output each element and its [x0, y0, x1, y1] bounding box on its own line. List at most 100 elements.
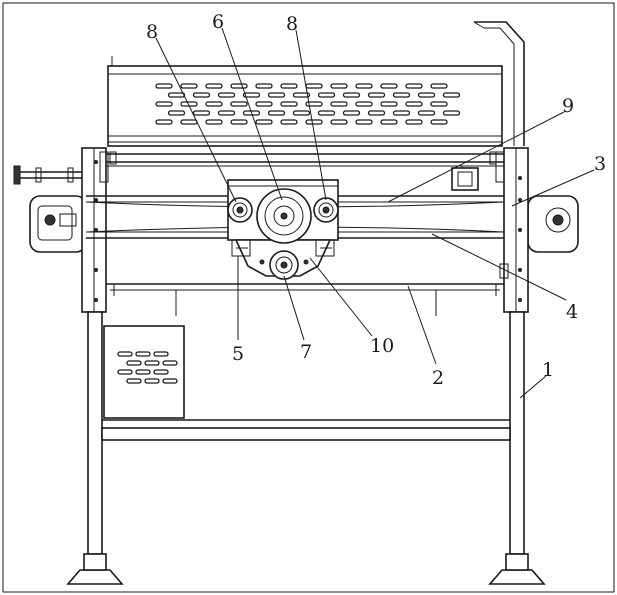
vent-slot [280, 83, 298, 89]
vent-slot [330, 119, 348, 125]
vent-slot [180, 119, 198, 125]
vent-slot [242, 92, 261, 98]
vent-slot [305, 101, 323, 107]
vent-slot [205, 119, 223, 125]
vent-slot [342, 110, 361, 116]
label-4: 4 [566, 301, 578, 323]
vent-slot [430, 119, 448, 125]
vent-slot [167, 92, 186, 98]
vent-slot [205, 101, 223, 107]
vent-slot [417, 110, 436, 116]
vent-slot [355, 119, 373, 125]
vent-slot [192, 92, 211, 98]
vent-slot [380, 119, 398, 125]
vent-slot [180, 83, 198, 89]
vent-slot [405, 83, 423, 89]
right-motor [527, 195, 579, 253]
vent-slot [280, 119, 298, 125]
exhaust-chute [473, 21, 525, 146]
vent-slot [305, 119, 323, 125]
vent-slot [242, 110, 261, 116]
vent-slot [162, 360, 178, 366]
vent-slot [405, 119, 423, 125]
vent-slot [342, 92, 361, 98]
leader-lines [155, 27, 595, 399]
lower-tray [106, 283, 504, 316]
vent-slot [380, 83, 398, 89]
right-frame-post [495, 147, 529, 313]
vent-slot [155, 101, 173, 107]
guide-roller-left [227, 197, 253, 223]
control-cabinet [103, 325, 185, 419]
vent-slot [317, 110, 336, 116]
vent-slot [230, 101, 248, 107]
vent-slot [355, 101, 373, 107]
left-shaft [13, 165, 84, 185]
vent-slot [144, 360, 160, 366]
cabinet-vent-slots [117, 351, 178, 384]
vent-slot [305, 83, 323, 89]
vent-slot [405, 101, 423, 107]
vent-slot [392, 110, 411, 116]
vent-slot [255, 101, 273, 107]
left-leg [66, 311, 124, 585]
vent-slot [117, 351, 133, 357]
vent-slot [192, 110, 211, 116]
vent-slot [367, 92, 386, 98]
vent-slot [217, 110, 236, 116]
vent-slot [155, 83, 173, 89]
left-motor [29, 195, 87, 253]
vent-slot [117, 369, 133, 375]
lower-frame [101, 419, 511, 554]
vent-slot [230, 119, 248, 125]
label-2: 2 [432, 367, 444, 389]
vent-slot [442, 110, 461, 116]
vent-slot [135, 351, 151, 357]
vent-slot [292, 92, 311, 98]
vent-slot [417, 92, 436, 98]
vent-slot [430, 101, 448, 107]
vent-slot [280, 101, 298, 107]
left-frame-post [81, 147, 109, 313]
label-9: 9 [562, 95, 574, 117]
vent-slot [392, 92, 411, 98]
vent-slot [126, 360, 142, 366]
vent-slot [292, 110, 311, 116]
vent-slot [126, 378, 142, 384]
vent-slot [255, 83, 273, 89]
vent-slot [317, 92, 336, 98]
vent-slot [367, 110, 386, 116]
vent-slot [267, 92, 286, 98]
vent-slot [355, 83, 373, 89]
vent-slot [167, 110, 186, 116]
vent-slot [230, 83, 248, 89]
vent-slot [380, 101, 398, 107]
vent-slot [217, 92, 236, 98]
upper-vent-slots [155, 83, 461, 125]
label-6: 6 [212, 11, 224, 33]
upper-guard [107, 56, 503, 147]
vent-slot [442, 92, 461, 98]
tensioner-bracket [451, 166, 479, 191]
guide-roller-right [313, 197, 339, 223]
right-leg [488, 311, 546, 585]
vent-slot [162, 378, 178, 384]
vent-slot [430, 83, 448, 89]
label-7: 7 [300, 341, 312, 363]
vent-slot [330, 101, 348, 107]
main-drive-wheel [256, 188, 312, 244]
label-5: 5 [232, 343, 244, 365]
lower-pulley [259, 250, 309, 280]
label-1: 1 [542, 359, 554, 381]
upper-cross-shaft [106, 151, 504, 167]
vent-slot [330, 83, 348, 89]
vent-slot [155, 119, 173, 125]
vent-slot [267, 110, 286, 116]
vent-slot [135, 369, 151, 375]
vent-slot [205, 83, 223, 89]
label-8-right: 8 [286, 13, 298, 35]
vent-slot [153, 369, 169, 375]
